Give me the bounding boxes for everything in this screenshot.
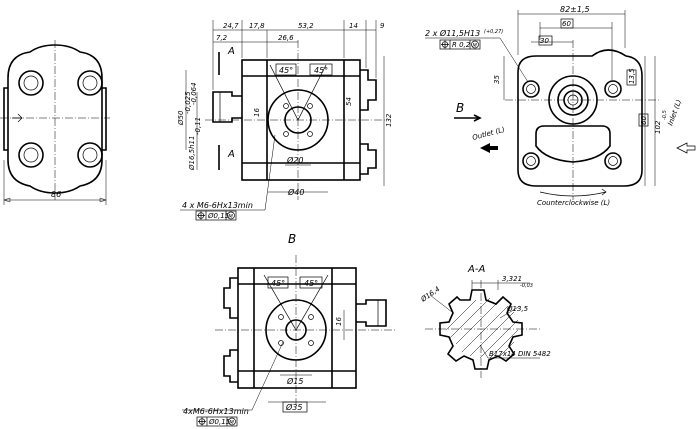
dim-14: 14 <box>349 22 358 30</box>
dim-9: 9 <box>380 22 385 30</box>
view-b-hole-offset: 16 <box>335 317 343 326</box>
right-view: 82±1,5 60 30 2 x Ø11,5H13 (+0,27) R 0,2 … <box>425 5 696 207</box>
hole-callout: 2 x Ø11,5H13 <box>425 28 480 38</box>
dim-13-5: 13,5 <box>628 68 636 84</box>
position-tolerance: R 0,2 <box>452 41 471 49</box>
angle-right: 45° <box>314 66 328 75</box>
rotation-label: Counterclockwise (L) <box>537 199 610 207</box>
section-label-bottom: A <box>227 149 235 160</box>
dim-d50-tol-low: -0,064 <box>190 82 198 105</box>
dim-d16-5: Ø16,5h11 <box>188 136 196 171</box>
dim-53-2: 53,2 <box>298 22 314 30</box>
view-b-modifier: M <box>230 420 235 426</box>
flange-dim: Ø40 <box>287 187 304 197</box>
thread-callout: 4 x M6-6Hx13min <box>182 201 253 210</box>
dim-60-top: 60 <box>562 20 571 28</box>
view-b-flange: Ø35 <box>285 402 302 412</box>
dim-d50: Ø50 <box>177 110 185 126</box>
view-b-thread-callout: 4xM6-6Hx13min <box>183 407 249 416</box>
dim-132: 132 <box>385 113 393 127</box>
view-b-tolerance: Ø0,15 <box>208 418 231 426</box>
spline-note: B17x14 DIN 5482 <box>489 350 551 358</box>
view-b-angle-right: 45° <box>304 279 318 288</box>
section-dim-top-tol: -0,03 <box>520 283 533 289</box>
dim-102: 102 <box>654 120 662 134</box>
view-b: B 45° 45° 16 Ø15 Ø35 4xM6-6Hx13min Ø0,15 <box>182 232 395 427</box>
dim-17-8: 17,8 <box>249 22 265 30</box>
dim-26-6: 26,6 <box>278 34 294 42</box>
tolerance-modifier: M <box>229 214 234 220</box>
angle-left: 45° <box>279 66 293 75</box>
section-a-a: A-A 3,321 -0,03 Ø16,4 Ø13,5 B17x14 DIN 5… <box>419 264 551 378</box>
dim-82: 82±1,5 <box>560 5 590 14</box>
dim-35: 35 <box>493 75 501 84</box>
dim-60-side: 60 <box>640 116 648 125</box>
inlet-label: Inlet (L) <box>666 98 683 126</box>
dim-24-7: 24,7 <box>223 22 239 30</box>
view-b-bore: Ø15 <box>286 376 303 386</box>
view-b-angle-left: 45° <box>271 279 285 288</box>
front-view: 45° 45° A A 24,7 17,8 53,2 14 9 7,2 26,6… <box>177 20 393 221</box>
dim-7-2: 7,2 <box>216 34 228 42</box>
dim-d50-tol-up: -0,025 <box>184 91 192 114</box>
section-dim-top: 3,321 <box>502 275 522 283</box>
hole-tolerance: (+0,27) <box>484 29 503 35</box>
dim-30: 30 <box>540 37 549 45</box>
section-inner-diameter: Ø13,5 <box>506 305 529 313</box>
position-modifier: M <box>473 43 478 49</box>
left-side-view: 86 <box>0 40 110 205</box>
section-label-top: A <box>227 46 235 57</box>
view-b-marker: B <box>456 101 464 115</box>
view-b-title: B <box>288 232 296 246</box>
dim-102-tol: -0,5 <box>662 110 668 120</box>
left-width-dim: 86 <box>51 190 61 199</box>
dim-54: 54 <box>345 97 353 106</box>
tolerance-value: Ø0,15 <box>207 212 230 220</box>
dim-d16-5-tol: -0,11 <box>194 117 202 135</box>
outlet-label: Outlet (L) <box>471 126 505 142</box>
dim-hole-offset: 16 <box>253 108 261 117</box>
outlet-arrow <box>480 143 498 153</box>
section-title: A-A <box>467 264 485 275</box>
inlet-arrow <box>676 142 696 154</box>
bore-dim: Ø20 <box>286 155 303 165</box>
